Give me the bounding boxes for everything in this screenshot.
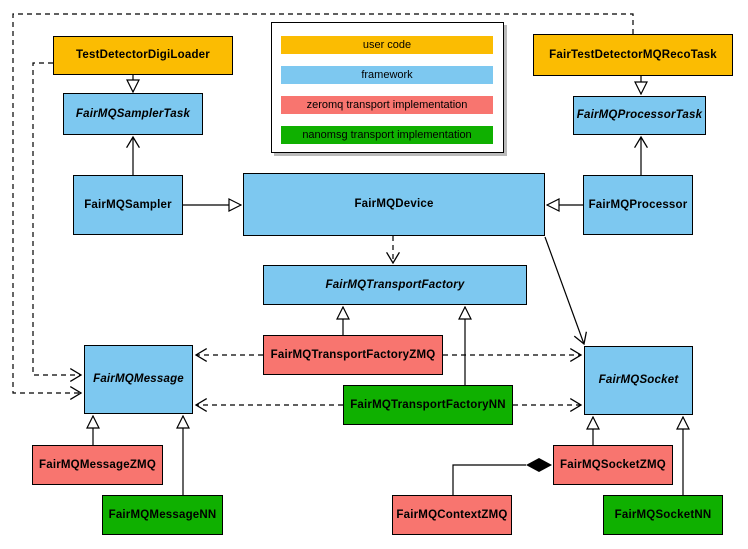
legend-item-framework: framework (281, 66, 493, 84)
legend: user code framework zeromq transport imp… (271, 22, 504, 153)
node-fairmq-context-zmq: FairMQContextZMQ (392, 495, 512, 535)
node-fair-test-detector-mq-reco-task: FairTestDetectorMQRecoTask (533, 34, 733, 76)
composition-diamond-icon (526, 458, 552, 472)
node-fairmq-socket-zmq: FairMQSocketZMQ (553, 445, 673, 485)
legend-item-zeromq: zeromq transport implementation (281, 96, 493, 114)
node-fairmq-transport-factory-zmq: FairMQTransportFactoryZMQ (263, 335, 443, 375)
node-fairmq-processor: FairMQProcessor (583, 175, 693, 235)
edge-recotask-message (12, 13, 634, 400)
legend-item-nanomsg: nanomsg transport implementation (281, 126, 493, 144)
node-fairmq-message: FairMQMessage (84, 345, 193, 414)
node-fairmq-sampler: FairMQSampler (73, 175, 183, 235)
node-fairmq-transport-factory-nn: FairMQTransportFactoryNN (343, 385, 513, 425)
node-test-detector-digi-loader: TestDetectorDigiLoader (53, 36, 233, 75)
legend-item-user-code: user code (281, 36, 493, 54)
node-fairmq-socket: FairMQSocket (584, 346, 693, 415)
node-fairmq-message-zmq: FairMQMessageZMQ (32, 445, 163, 485)
node-fairmq-transport-factory: FairMQTransportFactory (263, 265, 527, 305)
node-fairmq-device: FairMQDevice (243, 173, 545, 236)
edge-device-socket (544, 236, 588, 346)
node-fairmq-socket-nn: FairMQSocketNN (603, 495, 723, 535)
edge-contextzmq-socketzmq (452, 464, 526, 495)
node-fairmq-processor-task: FairMQProcessorTask (573, 96, 706, 135)
edge-digiloader-message (32, 62, 83, 382)
node-fairmq-message-nn: FairMQMessageNN (102, 495, 223, 535)
node-fairmq-sampler-task: FairMQSamplerTask (63, 93, 203, 135)
